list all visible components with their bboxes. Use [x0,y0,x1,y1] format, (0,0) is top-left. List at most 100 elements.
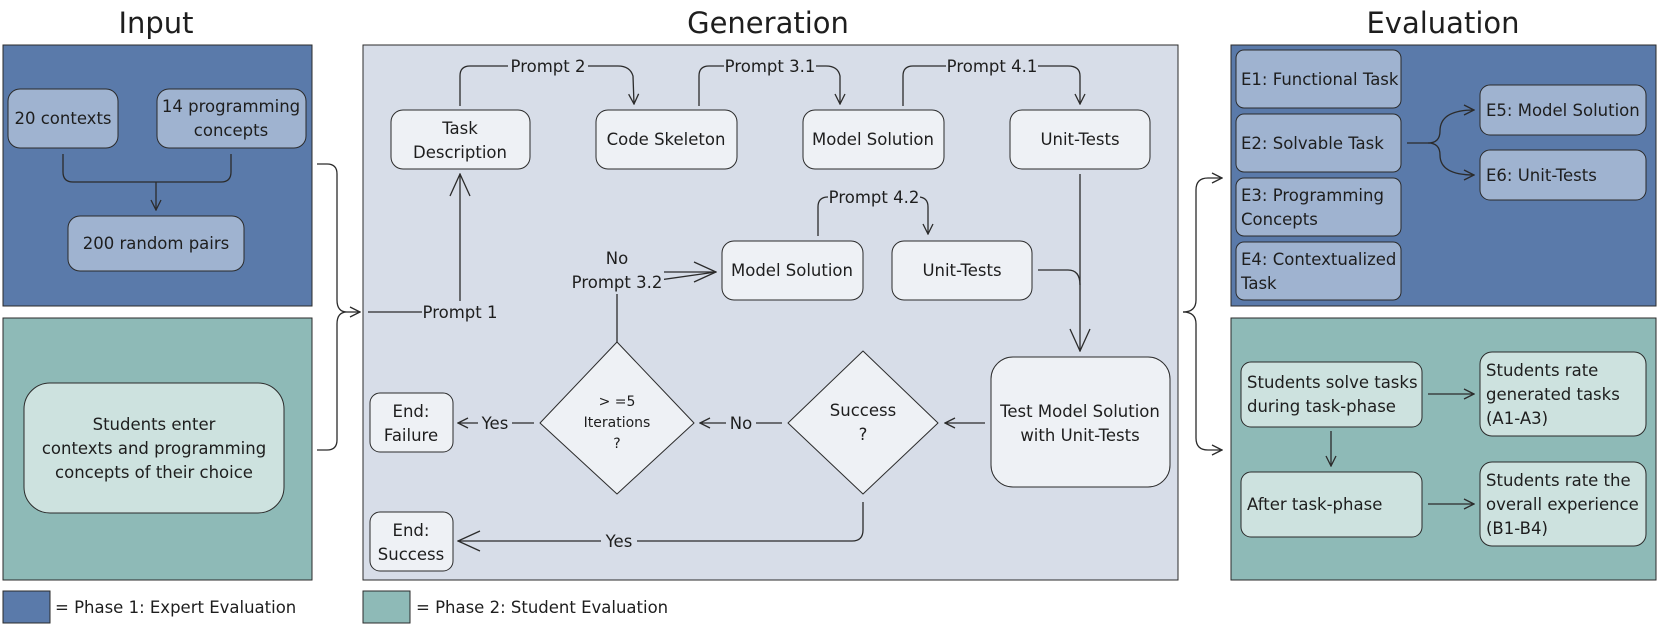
e6-box [1479,149,1647,201]
legend-phase1-swatch [2,590,51,624]
concepts-label-line1: 14 programming [162,97,300,116]
task-description-box [390,109,531,170]
evaluation-header: Evaluation [1366,6,1519,40]
iterations-line3: ? [613,436,620,452]
prompt42-label-bg [828,187,920,207]
prompt1-label: Prompt 1 [423,303,498,322]
prompt31-label: Prompt 3.1 [725,57,816,76]
e1-label: E1: Functional Task [1241,70,1399,89]
yes-success-label: Yes [605,532,633,551]
e4-label-line1: E4: Contextualized [1241,250,1396,269]
success-diamond [787,350,939,495]
unit-tests-mid-merge [1038,269,1081,286]
concepts-box [156,88,307,149]
generation-to-phase2-arrow [1182,311,1222,450]
students-enter-line2: contexts and programming [42,439,266,458]
merge-connector [62,154,232,183]
random-pairs-box [67,215,245,272]
students-solve-box [1240,361,1423,428]
unit-tests-top-label: Unit-Tests [1040,130,1119,149]
model-solution-top-label: Model Solution [812,130,934,149]
prompt1-label-bg [422,301,498,322]
e5-box [1479,84,1647,136]
prompt42-label: Prompt 4.2 [829,188,920,207]
success-yes-arrow [458,502,864,541]
concepts-label-line2: concepts [194,121,268,140]
unit-tests-mid-label: Unit-Tests [922,261,1001,280]
task-description-line2: Description [413,143,507,162]
rate-experience-line3: (B1-B4) [1486,519,1548,538]
no-label-bg [726,413,756,433]
random-pairs-label: 200 random pairs [83,234,230,253]
e3-label-line1: E3: Programming [1241,186,1384,205]
generation-header: Generation [687,6,849,40]
test-box-line2: with Unit-Tests [1020,426,1139,445]
iterations-diamond [539,341,695,495]
input-header: Input [118,6,193,40]
prompt41-label-bg [946,56,1038,76]
e2-label: E2: Solvable Task [1241,134,1384,153]
students-enter-line1: Students enter [93,415,216,434]
end-success-line2: Success [378,545,444,564]
rate-tasks-line2: generated tasks [1486,385,1620,404]
prompt32-label-bg [570,248,664,294]
e1-box [1235,49,1402,109]
end-failure-line1: End: [393,402,430,421]
task-description-line1: Task [441,119,478,138]
e5-label: E5: Model Solution [1486,101,1640,120]
rate-experience-line2: overall experience [1486,495,1639,514]
students-solve-line2: during task-phase [1247,397,1396,416]
e3-label-line2: Concepts [1241,210,1318,229]
students-solve-line1: Students solve tasks [1247,373,1418,392]
contexts-box [7,88,119,149]
model-solution-top-box [802,109,945,170]
students-enter-box [23,382,285,514]
e6-label: E6: Unit-Tests [1486,166,1597,185]
unit-tests-top-box [1009,109,1151,170]
e4-label-line2: Task [1240,274,1277,293]
e4-box [1235,241,1402,301]
after-task-phase-box [1240,471,1423,538]
model-solution-mid-box [721,240,864,301]
rate-experience-line1: Students rate the [1486,471,1631,490]
end-success-box [369,511,454,572]
prompt2-label-bg [508,56,588,76]
input-bracket [317,163,348,451]
legend-phase2-swatch [362,590,411,624]
yes-success-label-bg [601,531,637,551]
rate-tasks-line1: Students rate [1486,361,1598,380]
end-success-line1: End: [393,521,430,540]
e3-box [1235,177,1402,237]
prompt41-label: Prompt 4.1 [947,57,1038,76]
e2-to-e6-arrow [1427,142,1474,175]
iterations-line2: Iterations [584,415,651,431]
after-task-phase-label: After task-phase [1247,495,1382,514]
rate-experience-box [1479,461,1647,547]
e2-box [1235,113,1402,173]
unit-tests-mid-box [891,240,1033,301]
generation-to-phase1-arrow [1182,178,1222,313]
students-enter-line3: concepts of their choice [55,463,253,482]
code-skeleton-box [595,109,738,170]
rate-tasks-line3: (A1-A3) [1486,409,1548,428]
test-box-line1: Test Model Solution [999,402,1160,421]
end-failure-box [369,392,454,453]
model-solution-mid-label: Model Solution [731,261,853,280]
legend-phase2-label: = Phase 2: Student Evaluation [416,598,668,617]
code-skeleton-label: Code Skeleton [607,130,726,149]
no-prompt32-line1: No [606,249,628,268]
prompt31-label-bg [724,56,816,76]
legend-phase1-label: = Phase 1: Expert Evaluation [55,598,296,617]
no-prompt32-line2: Prompt 3.2 [572,273,663,292]
iterations-line1: > =5 [599,394,636,410]
yes-failure-label: Yes [481,414,509,433]
yes-failure-label-bg [478,413,512,433]
prompt2-label: Prompt 2 [511,57,586,76]
no-label: No [730,414,752,433]
e2-to-e5-arrow [1407,110,1474,144]
test-model-solution-box [990,356,1171,488]
rate-tasks-box [1479,351,1647,437]
success-line1: Success [830,401,896,420]
success-line2: ? [859,425,868,444]
